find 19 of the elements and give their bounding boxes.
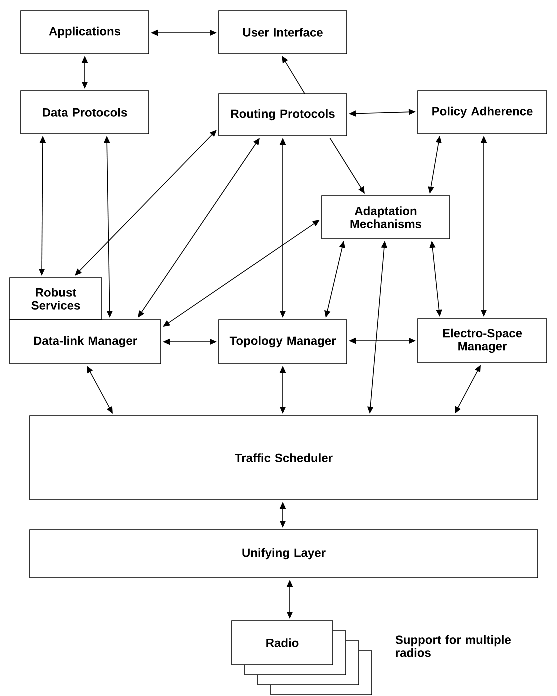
process-box: Adaptation Mechanisms [322,196,450,240]
process-box: Radio [232,620,334,666]
process-box: Policy Adherence [418,90,548,134]
arrow [138,138,260,318]
arrow [330,138,365,194]
arrow [163,220,320,327]
process-box: Robust Services [10,278,102,320]
process-box: Routing Protocols [218,94,348,136]
process-box: Applications [20,10,150,54]
process-box: Data Protocols [20,90,150,134]
process-box: Data-link Manager [10,320,162,364]
process-box: Topology Manager [218,320,348,364]
process-box: User Interface [218,10,348,54]
process-box: Traffic Scheduler [30,416,538,500]
note-text: Support for multiple radios [396,635,511,658]
arrow [75,130,217,276]
process-box: Unifying Layer [30,530,538,578]
process-box: Electro-Space Manager [418,318,548,364]
arrow [282,56,306,94]
